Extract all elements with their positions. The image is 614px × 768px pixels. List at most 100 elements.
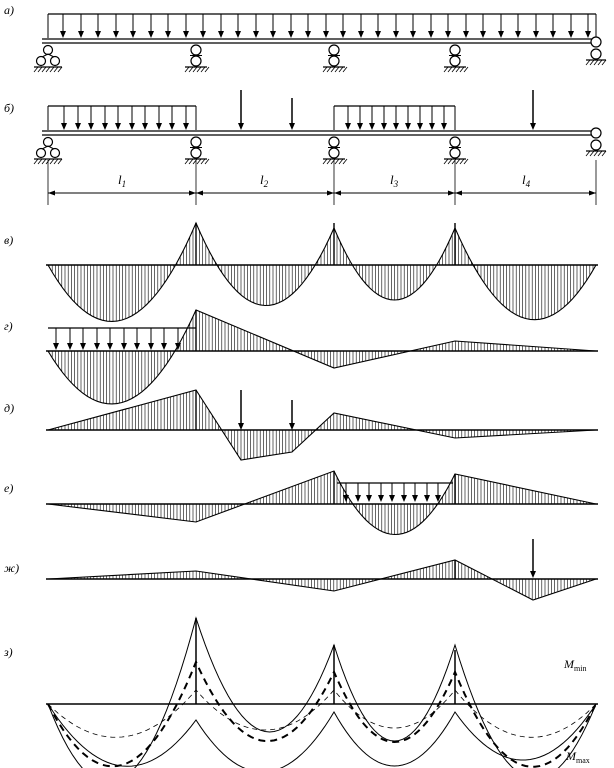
span-label-l1: l1 — [118, 172, 126, 189]
load-arrow — [369, 106, 375, 130]
load-arrow — [429, 106, 435, 130]
moment-diagram-e — [46, 470, 598, 536]
panel-label-d: д) — [4, 401, 14, 415]
support — [322, 44, 348, 73]
panel-label-zh: ж) — [4, 561, 19, 575]
load-arrow — [60, 14, 66, 38]
support — [443, 136, 469, 165]
support — [443, 44, 469, 73]
dim-arrow — [455, 190, 462, 196]
load-arrow — [381, 106, 387, 130]
load-arrow — [435, 483, 441, 502]
span-dimensions — [47, 160, 597, 205]
end-support — [585, 36, 607, 66]
support — [184, 136, 210, 165]
load-arrow — [375, 14, 381, 38]
load-arrow — [148, 328, 154, 350]
load-arrow — [75, 106, 81, 130]
dim-arrow — [448, 190, 455, 196]
load-arrow — [61, 106, 67, 130]
load-arrow — [515, 14, 521, 38]
load-arrow — [94, 328, 100, 350]
load-arrow — [200, 14, 206, 38]
load-arrow — [53, 328, 59, 350]
moment-diagram-g — [46, 309, 598, 405]
moment-diagram-d — [46, 389, 598, 461]
load-arrow — [533, 14, 539, 38]
load-arrow — [270, 14, 276, 38]
load-arrow — [323, 14, 329, 38]
moment-curve — [47, 389, 597, 461]
load-arrow — [115, 106, 121, 130]
dim-arrow — [327, 190, 334, 196]
span-label-l2: l2 — [260, 172, 269, 189]
load-arrow — [358, 14, 364, 38]
load-arrow — [67, 328, 73, 350]
load-arrow — [169, 106, 175, 130]
load-arrow — [480, 14, 486, 38]
load-arrow — [142, 106, 148, 130]
support — [184, 44, 210, 73]
panel-label-a: а) — [4, 3, 14, 17]
load-arrow — [585, 14, 591, 38]
load-arrow — [121, 328, 127, 350]
moment-curve — [47, 309, 597, 405]
load-arrow — [165, 14, 171, 38]
load-arrow — [235, 14, 241, 38]
load-arrow — [107, 328, 113, 350]
load-arrow — [148, 14, 154, 38]
envelope-label-max: Mmax — [565, 749, 590, 765]
load-arrow — [80, 328, 86, 350]
dim-arrow — [189, 190, 196, 196]
load-arrow — [393, 106, 399, 130]
load-arrow — [102, 106, 108, 130]
load-arrow — [417, 106, 423, 130]
load-arrow — [445, 14, 451, 38]
load-arrow — [345, 106, 351, 130]
load-arrow — [410, 14, 416, 38]
dim-arrow — [196, 190, 203, 196]
load-arrow — [253, 14, 259, 38]
moment-diagram-v — [46, 221, 598, 323]
load-arrow — [568, 14, 574, 38]
load-arrow — [183, 14, 189, 38]
end-support — [585, 127, 607, 157]
point-load-arrow — [238, 90, 244, 130]
envelope-label-min: Mmin — [563, 657, 586, 673]
load-arrow — [113, 14, 119, 38]
point-load-arrow — [289, 400, 295, 430]
dim-arrow — [334, 190, 341, 196]
moment-curve — [47, 221, 597, 323]
moment-diagram-zh — [46, 539, 598, 601]
load-arrow — [463, 14, 469, 38]
load-arrow — [550, 14, 556, 38]
load-arrow — [343, 483, 349, 502]
load-arrow — [424, 483, 430, 502]
span-label-l3: l3 — [390, 172, 399, 189]
envelope-thin-dashed-curve — [47, 689, 597, 738]
load-arrow — [156, 106, 162, 130]
fixed-support — [33, 136, 63, 165]
panel-label-v: в) — [4, 233, 13, 247]
load-arrow — [357, 106, 363, 130]
load-arrow — [412, 483, 418, 502]
panel-label-b: б) — [4, 101, 14, 115]
envelope-max-curve — [47, 703, 597, 768]
load-arrow — [305, 14, 311, 38]
load-arrow — [161, 328, 167, 350]
dim-arrow — [589, 190, 596, 196]
load-arrow — [175, 328, 181, 350]
load-arrow — [129, 106, 135, 130]
load-arrow — [366, 483, 372, 502]
load-arrow — [441, 106, 447, 130]
point-load-arrow — [530, 539, 536, 578]
support — [322, 136, 348, 165]
span-label-l4: l4 — [522, 172, 531, 189]
load-arrow — [218, 14, 224, 38]
load-arrow — [378, 483, 384, 502]
load-arrow — [340, 14, 346, 38]
load-arrow — [405, 106, 411, 130]
load-arrow — [498, 14, 504, 38]
load-arrow — [288, 14, 294, 38]
